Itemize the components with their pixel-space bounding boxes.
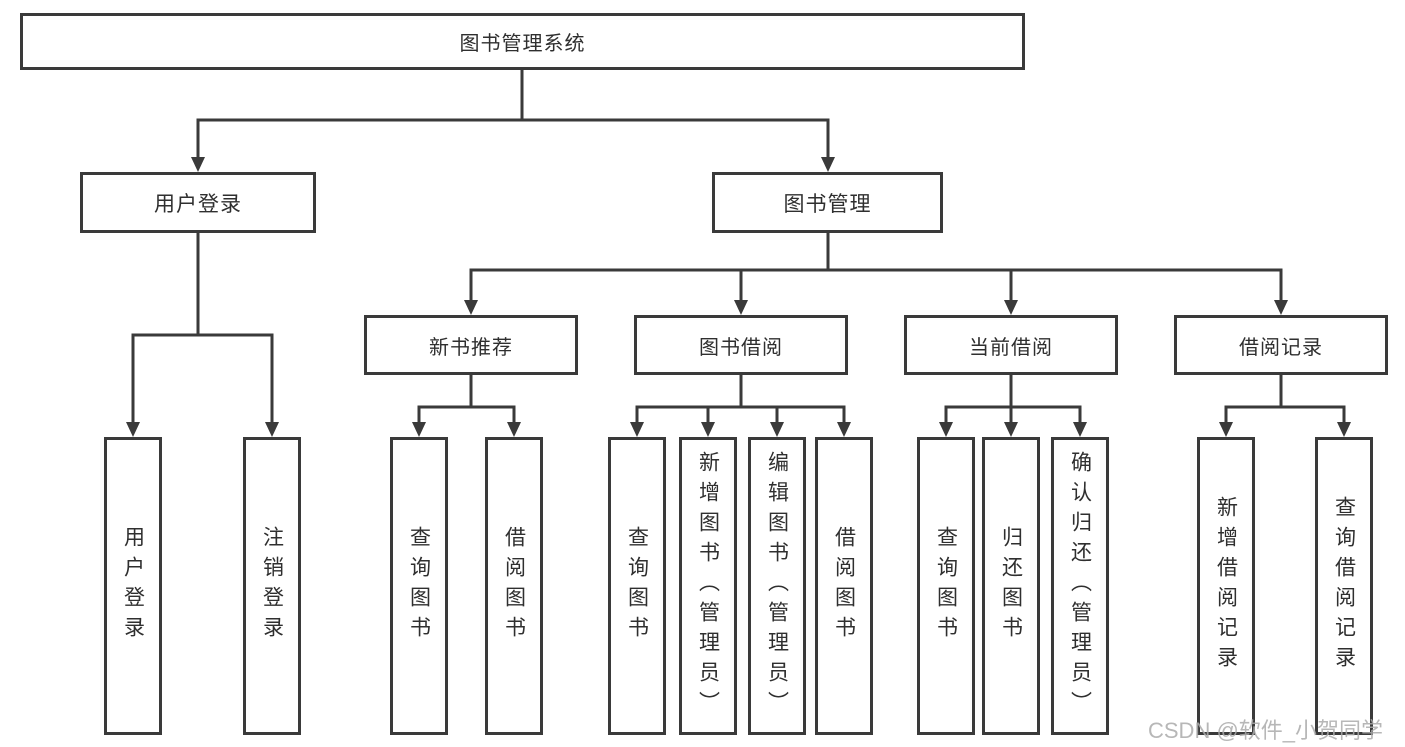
connector-root xyxy=(191,68,835,172)
arrowhead xyxy=(1073,422,1087,437)
arrowhead xyxy=(1274,300,1288,315)
node-label: 注销登录 xyxy=(260,526,284,646)
arrowhead xyxy=(1004,300,1018,315)
node-label: 归还图书 xyxy=(999,526,1023,646)
node-label: 图书借阅 xyxy=(699,336,783,359)
leaf-query-borrow-record: 查询借阅记录 xyxy=(1315,437,1373,735)
arrowhead xyxy=(701,422,715,437)
arrowhead xyxy=(191,157,205,172)
connector-borrow-group xyxy=(630,373,851,437)
node-label: 编辑图书（管理员） xyxy=(765,451,789,721)
leaf-query-books-current: 查询图书 xyxy=(917,437,975,735)
arrowhead xyxy=(1337,422,1351,437)
node-borrow-records: 借阅记录 xyxy=(1174,315,1388,375)
connector-current-group xyxy=(939,373,1087,437)
connector-recommend-group xyxy=(412,373,521,437)
arrowhead xyxy=(464,300,478,315)
node-label: 新增图书（管理员） xyxy=(696,451,720,721)
node-label: 查询图书 xyxy=(625,526,649,646)
node-label: 查询借阅记录 xyxy=(1332,496,1356,676)
arrowhead xyxy=(1004,422,1018,437)
arrowhead xyxy=(126,422,140,437)
node-label: 图书管理 xyxy=(783,192,872,216)
arrowhead xyxy=(507,422,521,437)
leaf-query-books-recommend: 查询图书 xyxy=(390,437,448,735)
node-label: 用户登录 xyxy=(154,192,242,216)
node-book-borrow: 图书借阅 xyxy=(634,315,848,375)
node-user-login: 用户登录 xyxy=(80,172,316,233)
node-label: 确认归还（管理员） xyxy=(1068,451,1092,721)
node-label: 借阅图书 xyxy=(502,526,526,646)
leaf-borrow-books-recommend: 借阅图书 xyxy=(485,437,543,735)
node-label: 借阅图书 xyxy=(832,526,856,646)
leaf-query-books-borrow: 查询图书 xyxy=(608,437,666,735)
node-label: 新增借阅记录 xyxy=(1214,496,1238,676)
node-label: 查询图书 xyxy=(934,526,958,646)
leaf-edit-book-admin: 编辑图书（管理员） xyxy=(748,437,806,735)
connector-book-subtree xyxy=(464,231,1288,315)
arrowhead xyxy=(630,422,644,437)
arrowhead xyxy=(734,300,748,315)
watermark-text: CSDN @软件_小贺同学 xyxy=(1148,718,1384,743)
arrowhead xyxy=(1219,422,1233,437)
node-book-management: 图书管理 xyxy=(712,172,943,233)
node-new-book-recommend: 新书推荐 xyxy=(364,315,578,375)
node-label: 查询图书 xyxy=(407,526,431,646)
leaf-confirm-return-admin: 确认归还（管理员） xyxy=(1051,437,1109,735)
leaf-user-login: 用户登录 xyxy=(104,437,162,735)
leaf-add-book-admin: 新增图书（管理员） xyxy=(679,437,737,735)
node-label: 当前借阅 xyxy=(969,336,1053,359)
leaf-add-borrow-record: 新增借阅记录 xyxy=(1197,437,1255,735)
node-label: 新书推荐 xyxy=(429,336,513,359)
node-label: 用户登录 xyxy=(121,526,145,646)
connector-records-group xyxy=(1219,373,1351,437)
node-label: 借阅记录 xyxy=(1239,336,1323,359)
arrowhead xyxy=(265,422,279,437)
connector-user-subtree xyxy=(126,231,279,437)
arrowhead xyxy=(821,157,835,172)
arrowhead xyxy=(412,422,426,437)
arrowhead xyxy=(939,422,953,437)
leaf-logout: 注销登录 xyxy=(243,437,301,735)
node-label: 图书管理系统 xyxy=(459,33,586,55)
leaf-return-book: 归还图书 xyxy=(982,437,1040,735)
arrowhead xyxy=(770,422,784,437)
node-library-system: 图书管理系统 xyxy=(20,13,1025,70)
arrowhead xyxy=(837,422,851,437)
leaf-borrow-books: 借阅图书 xyxy=(815,437,873,735)
node-current-borrow: 当前借阅 xyxy=(904,315,1118,375)
